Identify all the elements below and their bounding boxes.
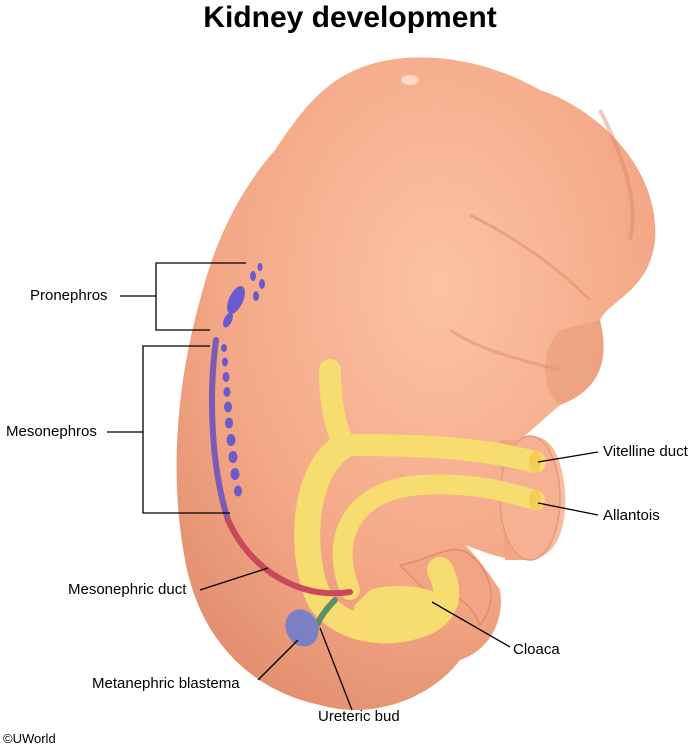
metanephric-blastema bbox=[285, 609, 319, 647]
allantois-end bbox=[529, 490, 541, 510]
highlight bbox=[401, 75, 419, 85]
label-vitelline-duct: Vitelline duct bbox=[603, 443, 688, 460]
head-fold bbox=[449, 328, 561, 372]
label-pronephros: Pronephros bbox=[30, 287, 108, 304]
label-mesonephric-duct: Mesonephric duct bbox=[68, 581, 187, 598]
vitelline-end bbox=[529, 451, 541, 473]
copyright: ©UWorld bbox=[3, 731, 56, 746]
page-title: Kidney development bbox=[203, 1, 497, 34]
head-fold bbox=[469, 213, 592, 302]
mesonephros-tubules bbox=[221, 344, 242, 497]
label-ureteric-bud: Ureteric bud bbox=[318, 708, 400, 725]
label-allantois: Allantois bbox=[603, 507, 660, 524]
label-mesonephros: Mesonephros bbox=[6, 423, 97, 440]
mesonephric-duct-upper bbox=[209, 337, 231, 523]
cloaca-region bbox=[354, 585, 451, 640]
leader-lines bbox=[107, 262, 599, 711]
pronephros-tubules bbox=[223, 263, 265, 328]
body-shadow bbox=[545, 320, 604, 405]
head-fold bbox=[598, 109, 635, 241]
mesonephric-duct bbox=[225, 517, 353, 597]
label-cloaca: Cloaca bbox=[513, 641, 560, 658]
ureteric-bud bbox=[314, 597, 338, 628]
label-metanephric-blastema: Metanephric blastema bbox=[92, 675, 240, 692]
